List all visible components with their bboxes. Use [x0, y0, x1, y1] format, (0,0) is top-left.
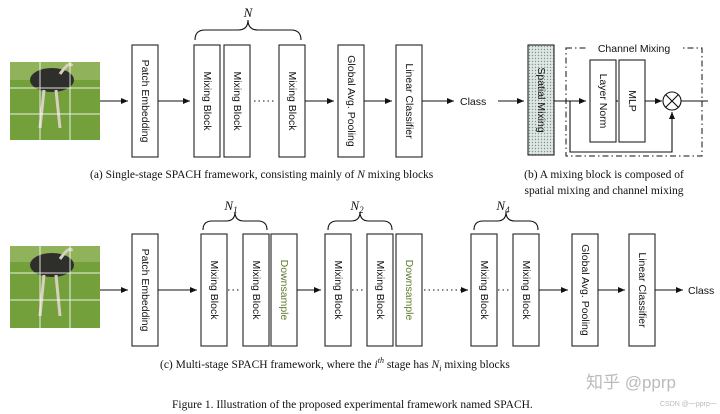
residual-connection [569, 101, 675, 153]
stage4-brace [473, 211, 539, 231]
stage1-brace [202, 211, 268, 231]
linear-classifier-label: Linear Classifier [636, 252, 648, 328]
downsample-block-2: Downsample [395, 233, 423, 347]
global-pooling-block: Global Avg. Pooling [571, 233, 599, 347]
stage2-mixing-block-2: Mixing Block [366, 233, 394, 347]
stage2-mixing-block-1: Mixing Block [324, 233, 352, 347]
caption-b-line1: (b) A mixing block is composed of [524, 169, 684, 181]
mixing-block-label: Mixing Block [374, 261, 386, 321]
mixing-block-label: Mixing Block [250, 261, 262, 321]
mixing-block-label: Mixing Block [332, 261, 344, 321]
spatial-mixing-block: Spatial Mixing [527, 44, 555, 156]
mixing-block-label: Mixing Block [286, 72, 298, 132]
layer-norm-label: Layer Norm [597, 74, 609, 129]
n-brace [194, 19, 302, 41]
stage1-mixing-block-1: Mixing Block [200, 233, 228, 347]
mlp-block: MLP [618, 59, 646, 143]
patch-embedding-block: Patch Embedding [131, 44, 159, 158]
n2-label: N2 [349, 198, 364, 215]
stage1-mixing-block-2: Mixing Block [242, 233, 270, 347]
mixing-block-label: Mixing Block [478, 261, 490, 321]
n1-label: N1 [223, 198, 237, 215]
stage2-brace [327, 211, 393, 231]
mixing-block-label: Mixing Block [201, 72, 213, 132]
mlp-label: MLP [626, 90, 638, 112]
downsample-block-1: Downsample [270, 233, 298, 347]
patch-embedding-block: Patch Embedding [131, 233, 159, 347]
patch-embedding-label: Patch Embedding [139, 60, 151, 143]
caption-c: (c) Multi-stage SPACH framework, where t… [160, 356, 510, 373]
caption-b-line2: spatial mixing and channel mixing [524, 185, 683, 197]
mixing-block-n: Mixing Block [278, 44, 306, 158]
caption-a: (a) Single-stage SPACH framework, consis… [90, 169, 434, 181]
channel-mixing-title-bg [588, 42, 680, 55]
layer-norm-block: Layer Norm [589, 59, 617, 143]
mixing-block-1: Mixing Block [193, 44, 221, 158]
patch-embedding-label: Patch Embedding [139, 249, 151, 332]
mixing-block-label: Mixing Block [231, 72, 243, 132]
downsample-label: Downsample [403, 260, 415, 321]
n-label: N [243, 5, 254, 20]
downsample-label: Downsample [278, 260, 290, 321]
class-label: Class [460, 96, 486, 108]
mixing-block-label: Mixing Block [520, 261, 532, 321]
n4-label: N4 [495, 198, 510, 215]
ostrich-image-top [10, 62, 100, 140]
class-label: Class [688, 285, 714, 297]
stage4-mixing-block-2: Mixing Block [512, 233, 540, 347]
linear-classifier-block: Linear Classifier [628, 233, 656, 347]
mixing-block-label: Mixing Block [208, 261, 220, 321]
watermark-sub: CSDN @一pprp一 [660, 401, 717, 408]
global-pooling-label: Global Avg. Pooling [579, 244, 591, 336]
figure-caption: Figure 1. Illustration of the proposed e… [172, 399, 533, 411]
spatial-mixing-label: Spatial Mixing [535, 67, 547, 133]
linear-classifier-block: Linear Classifier [395, 44, 423, 158]
global-pooling-label: Global Avg. Pooling [345, 55, 357, 147]
stage4-mixing-block-1: Mixing Block [470, 233, 498, 347]
watermark-main: 知乎 @pprp [586, 373, 676, 392]
ostrich-image-bottom [10, 246, 100, 328]
multiply-icon [662, 91, 682, 111]
global-pooling-block: Global Avg. Pooling [337, 44, 365, 158]
mixing-block-2: Mixing Block [223, 44, 251, 158]
linear-classifier-label: Linear Classifier [403, 63, 415, 139]
channel-mixing-title: Channel Mixing [598, 43, 671, 55]
